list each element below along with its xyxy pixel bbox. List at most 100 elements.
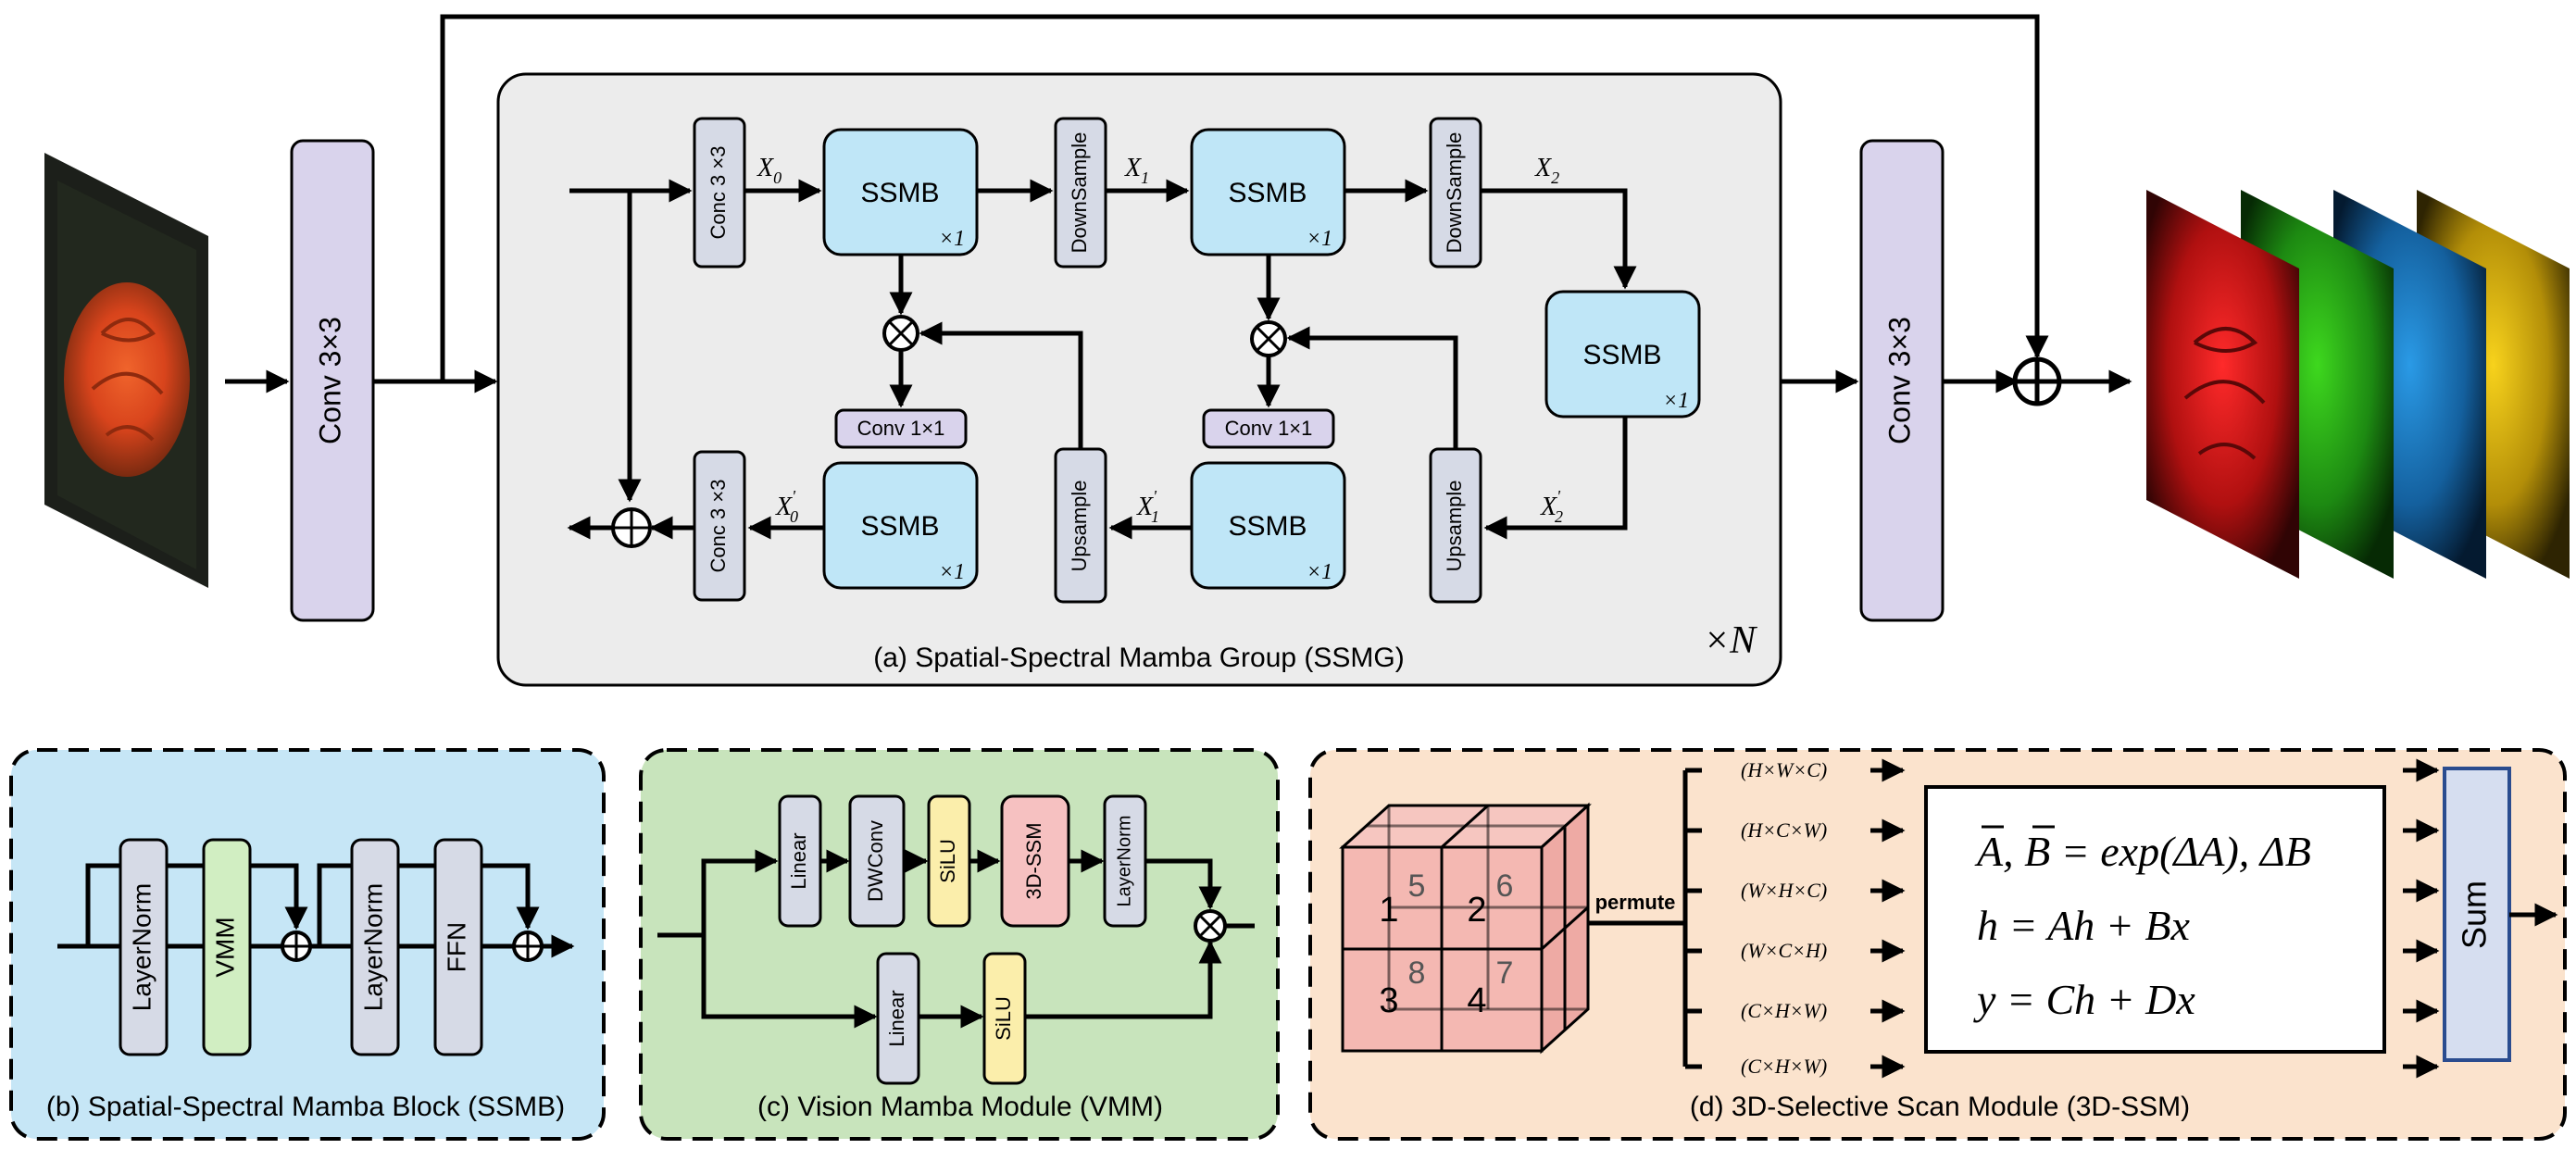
cube-number: 1 [1379,891,1398,930]
upsample-label: Upsample [1443,480,1466,571]
arrow-c5 [1145,858,1222,910]
ssmb-mult: ×1 [1307,560,1332,584]
add-node-b2 [512,930,544,962]
conv-left-block: Conv 3×3 [290,139,375,622]
panel-d-caption: (d) 3D-Selective Scan Module (3D-SSM) [1690,1092,2190,1122]
permutation-order-label: (C×H×W) [1741,999,1827,1022]
x1p-label: X'1 [1136,487,1159,526]
layernorm-block-c: LayerNorm [1103,794,1147,928]
ssmb-mult: ×1 [939,560,965,584]
permutation-order-label: (H×W×C) [1741,758,1827,781]
cube-number: 3 [1379,981,1398,1020]
ssmb-label: SSMB [1582,340,1661,370]
vmm-block: VMM [202,838,252,1056]
input-image [44,153,208,588]
conv-right-block: Conv 3×3 [1859,139,1945,622]
ssmb-skip-1 [85,863,308,946]
ffn-label: FFN [442,922,470,972]
permute-label: permute [1595,891,1676,914]
vmm-upper-branch [701,849,779,935]
conc-top-block: Conc 3 ×3 [693,117,746,269]
upsample-block-1: Upsample [1054,447,1107,604]
silu-label: SiLU [992,996,1015,1041]
global-add-node [2012,356,2062,406]
conc-top-label: Conc 3 ×3 [707,146,730,240]
x2-arrow [1481,188,1637,290]
layernorm-label: LayerNorm [358,883,387,1011]
equation-3: y = Ch + Dx [1973,976,2195,1023]
dwconv-block: DWConv [848,794,906,928]
x1-label: X1 [1124,154,1149,187]
ssmb-block-3: SSMB ×1 [1544,290,1701,418]
sum-label: Sum [2456,880,2494,949]
layernorm-label: LayerNorm [1114,816,1134,907]
vmm-lower-branch [701,935,878,1029]
linear-block-2: Linear [876,952,920,1085]
conv1x1-block-2: Conv 1×1 [1202,408,1335,449]
panel-c-caption: (c) Vision Mamba Module (VMM) [757,1092,1163,1122]
silu-label: SiLU [936,839,959,883]
conv-right-label: Conv 3×3 [1882,317,1916,444]
linear-block-1: Linear [778,794,822,928]
ssmb-mult: ×1 [1663,389,1689,413]
panel-b-caption: (b) Spatial-Spectral Mamba Block (SSMB) [46,1092,565,1122]
silu-block-2: SiLU [982,952,1027,1085]
x2p-label: X'2 [1540,487,1563,526]
ssmg-caption: (a) Spatial-Spectral Mamba Group (SSMG) [873,643,1405,673]
layernorm-label: LayerNorm [127,883,156,1011]
ssm3d-block: 3D-SSM [1000,794,1070,928]
cube-3d: 1 2 3 4 5 6 7 8 [1339,802,1592,1055]
sum-input-arrows [2403,758,2440,1079]
times-n-label: ×N [1704,619,1757,662]
upsample2-to-mult-arrow [1286,326,1458,449]
upsample-label: Upsample [1068,480,1091,571]
permutation-order-label: (W×H×C) [1741,879,1827,902]
x0-label: X0 [757,154,782,187]
ssmb-block-5: SSMB ×1 [822,461,979,590]
layernorm-block-1: LayerNorm [119,838,169,1056]
permutation-order-label: (H×C×W) [1741,818,1827,842]
ssmb-label: SSMB [860,511,939,542]
cube-number: 4 [1467,981,1486,1020]
conc-bottom-block: Conc 3 ×3 [693,450,746,602]
cube-number: 5 [1408,868,1426,904]
red-channel-image [2146,190,2299,579]
downsample-block-2: DownSample [1429,117,1482,269]
vmm-label: VMM [210,917,239,977]
ssmb-mult: ×1 [939,227,965,251]
upsample-block-2: Upsample [1429,447,1482,604]
cube-number: 8 [1408,955,1426,991]
multiply-node-1 [882,315,919,352]
cube-number: 2 [1467,891,1486,930]
permutation-order-label: (W×C×H) [1741,939,1827,962]
cube-number: 7 [1496,955,1514,991]
x0p-label: X'0 [775,487,798,526]
conv1x1-block-1: Conv 1×1 [834,408,968,449]
ssmb-skip-2 [317,863,540,946]
upsample1-to-mult-arrow [919,321,1083,449]
multiply-node-c [1194,909,1227,943]
conv1x1-label: Conv 1×1 [1225,417,1313,440]
downsample-block-1: DownSample [1054,117,1107,269]
global-skip-line [440,14,2049,381]
permutation-order-label: (C×H×W) [1741,1055,1827,1078]
permutation-rows: (H×W×C) (H×C×W) (W×H×C) (W×C×H) (C×H×W) (C×H×… [1685,758,1906,1079]
arrow-c7 [1025,940,1222,1019]
output-channel-images [2146,190,2570,579]
conc-bottom-label: Conc 3 ×3 [707,480,730,573]
ssm3d-label: 3D-SSM [1022,822,1045,899]
linear-label: Linear [885,990,908,1046]
equation-2: h = Ah + Bx [1977,902,2190,949]
layernorm-block-2: LayerNorm [350,838,400,1056]
conv-left-label: Conv 3×3 [313,317,346,444]
ssmb-block-1: SSMB ×1 [822,128,979,256]
downsample-label: DownSample [1443,132,1466,254]
x2-label: X2 [1534,154,1559,187]
equation-box: A, B = exp(ΔA), ΔB h = Ah + Bx y = Ch + … [1924,785,2386,1054]
ssmb-label: SSMB [860,178,939,208]
x2p-arrow [1483,417,1628,540]
multiply-node-2 [1250,320,1287,357]
ssmb-block-4: SSMB ×1 [1190,461,1346,590]
add-node-group [611,507,652,548]
ssmb-mult: ×1 [1307,227,1332,251]
